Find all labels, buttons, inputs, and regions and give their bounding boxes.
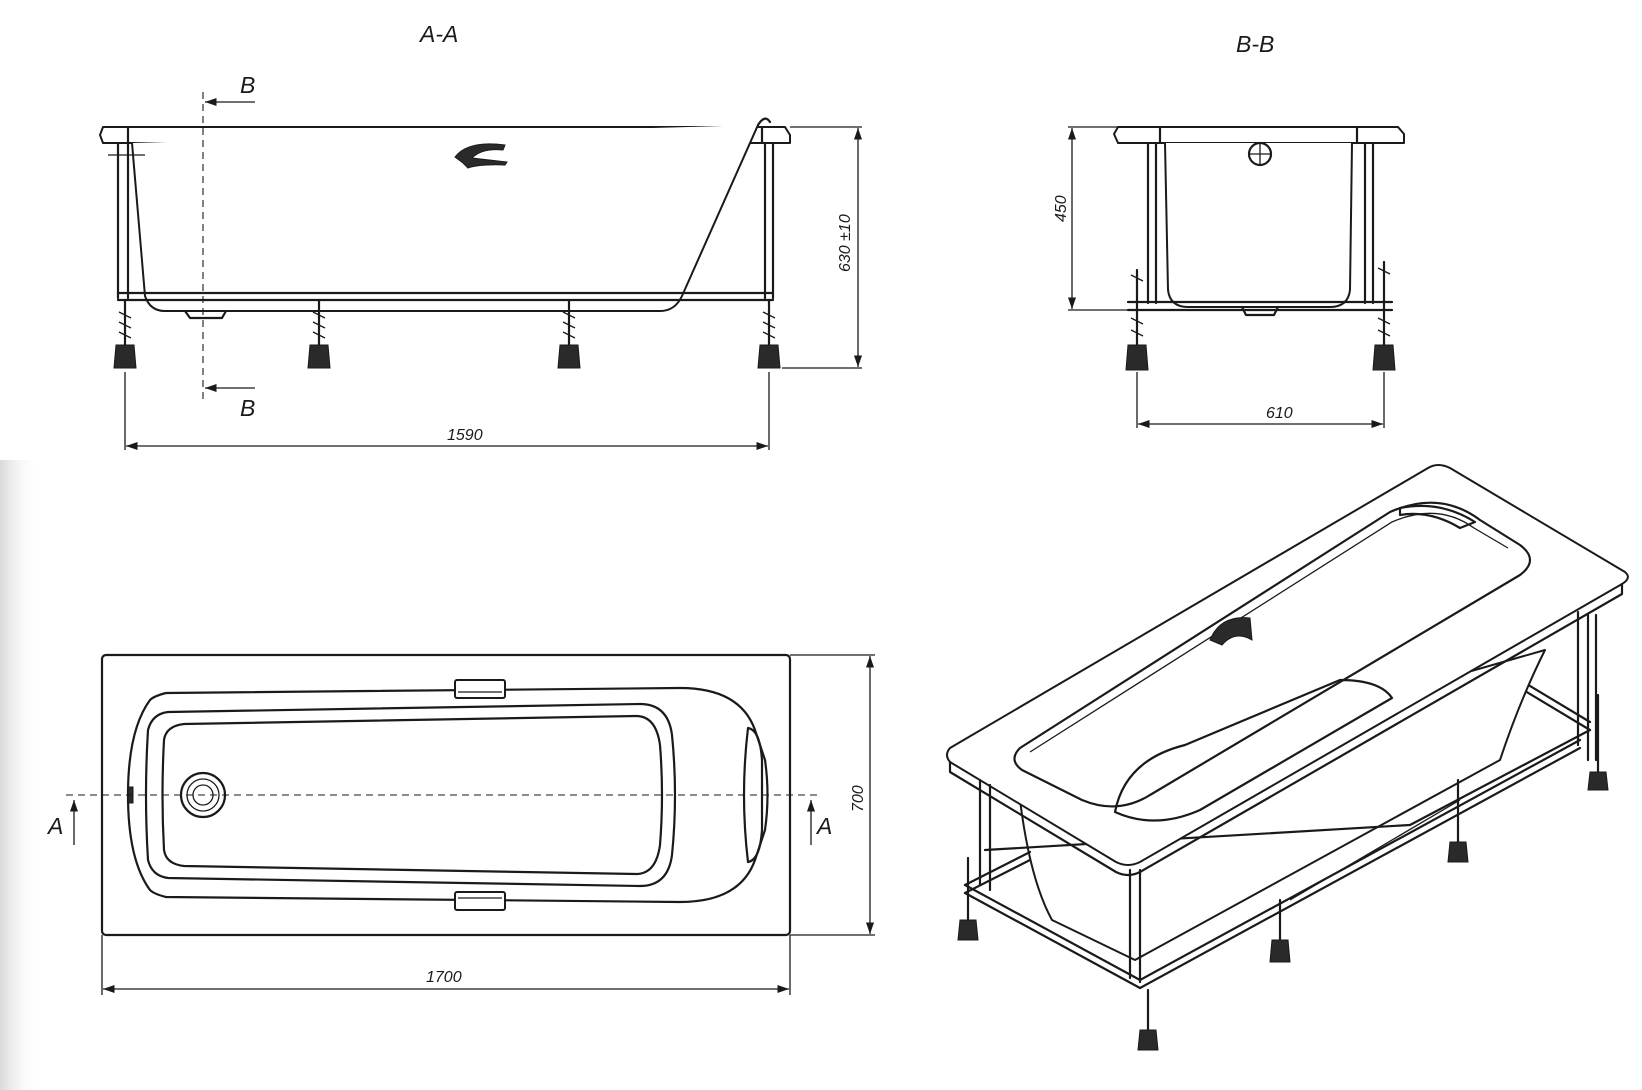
section-aa-title: A-A: [418, 21, 458, 47]
tub-body-end: [1164, 142, 1353, 308]
leg-foot-3: [557, 298, 581, 369]
bowl-inner-rim: [144, 702, 677, 888]
dimension-overall-length: 1700: [426, 969, 462, 986]
leg-foot-4: [757, 298, 781, 369]
section-marker-a-right: A: [815, 813, 832, 839]
page-edge-shadow: [0, 460, 40, 1090]
section-marker-b-top: B: [240, 72, 255, 98]
leg-foot-end-right: [1372, 260, 1396, 371]
headrest: [742, 726, 764, 864]
isometric-view: [946, 464, 1629, 1051]
dimension-height: 630 ±10: [837, 214, 854, 272]
leg-foot-iso-5: [1587, 693, 1609, 791]
dimension-tub-depth: 450: [1053, 195, 1070, 222]
leg-foot-end-left: [1125, 268, 1149, 371]
grip-handle-top: [454, 679, 506, 699]
dimension-leg-span-width: 610: [1266, 405, 1293, 422]
leg-foot-2: [307, 298, 331, 369]
tub-rim-end: [1113, 126, 1405, 144]
section-aa-view: A-A: [99, 21, 863, 451]
grip-handle-icon: [454, 143, 508, 169]
dimension-overall-width: 700: [850, 785, 867, 812]
leg-foot-iso-3: [1269, 898, 1291, 963]
leg-foot-iso-4: [1447, 778, 1469, 863]
section-marker-b-bottom: B: [240, 395, 255, 421]
section-marker-a-left: A: [46, 813, 63, 839]
tub-outline-plan: [100, 653, 792, 937]
bowl-opening-iso: [1013, 501, 1532, 808]
leg-foot-iso-1: [957, 856, 979, 941]
tub-body-side: [131, 124, 759, 312]
grip-handle-iso: [1209, 617, 1253, 646]
plan-view: A A 700 1700: [46, 653, 875, 995]
dimension-leg-span-length: 1590: [447, 427, 483, 444]
section-bb-title: B-B: [1236, 31, 1274, 57]
tub-body-iso: [1019, 649, 1546, 961]
section-bb-view: B-B 450 610: [1053, 31, 1405, 429]
leg-foot-iso-2: [1137, 988, 1159, 1051]
leg-foot-1: [113, 298, 137, 369]
bowl-floor: [161, 714, 664, 876]
grip-handle-bottom: [454, 891, 506, 911]
